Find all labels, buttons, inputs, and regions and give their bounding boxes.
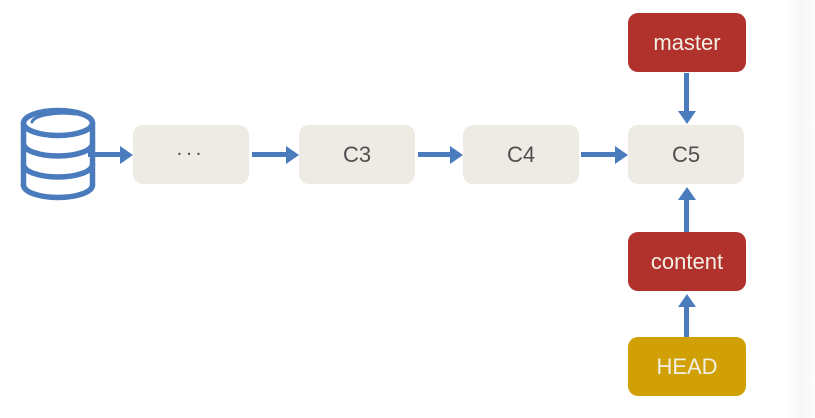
arrowhead-right-icon <box>286 145 299 164</box>
commit-label: C4 <box>506 141 536 167</box>
commit-node-c5: C5 <box>628 125 744 184</box>
arrowhead-up-icon <box>677 187 696 200</box>
commit-label: C3 <box>342 141 372 167</box>
arrow-earlier-to-c3 <box>252 145 299 164</box>
arrow-repo-to-earlier <box>88 145 133 164</box>
head-label: HEAD <box>628 337 746 396</box>
commit-label: C5 <box>671 141 701 167</box>
commit-node-earlier: ... <box>133 125 249 184</box>
arrowhead-down-icon <box>677 111 696 124</box>
arrowhead-right-icon <box>120 145 133 164</box>
branch-label-content: content <box>628 232 746 291</box>
commit-node-c4: C4 <box>463 125 579 184</box>
ref-label: content <box>650 248 724 274</box>
arrowhead-right-icon <box>615 145 628 164</box>
arrow-c3-to-c4 <box>418 145 463 164</box>
commit-node-c3: C3 <box>299 125 415 184</box>
ref-label: HEAD <box>656 353 718 379</box>
database-icon <box>20 107 96 201</box>
arrow-content-to-c5 <box>677 187 696 232</box>
arrow-c4-to-c5 <box>581 145 628 164</box>
arrowhead-up-icon <box>677 294 696 307</box>
commit-label: ... <box>176 138 206 160</box>
arrowhead-right-icon <box>450 145 463 164</box>
right-edge-shadow <box>788 0 815 418</box>
arrow-master-to-c5 <box>677 73 696 124</box>
ref-label: master <box>653 29 721 55</box>
arrow-head-to-content <box>677 294 696 337</box>
branch-label-master: master <box>628 13 746 72</box>
